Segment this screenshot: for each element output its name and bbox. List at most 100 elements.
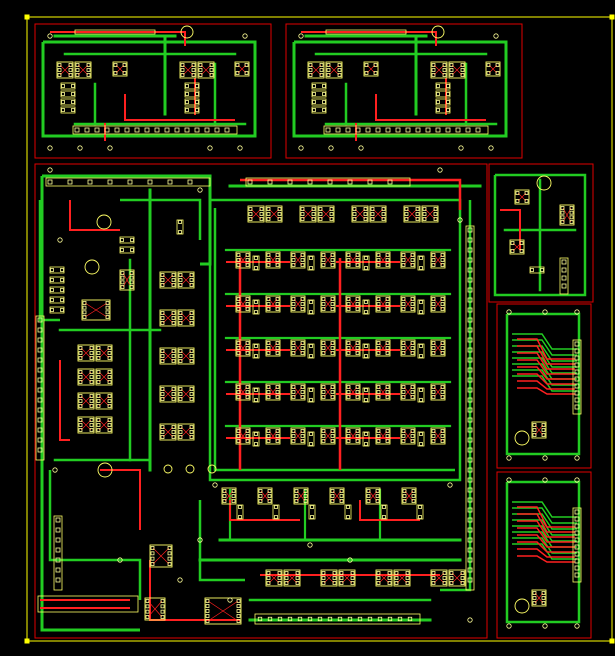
outline-corner-marker — [609, 638, 615, 644]
ic-cross-mark — [98, 419, 110, 431]
smd-pad — [96, 404, 101, 408]
smd-pad — [160, 615, 165, 619]
ic-cross-mark — [152, 547, 170, 565]
smd-pad — [364, 432, 368, 436]
smd-pad — [311, 212, 316, 216]
smd-pad — [78, 428, 83, 432]
smd-pad — [460, 68, 465, 72]
smd-pad — [467, 277, 473, 283]
bottom-trace — [512, 339, 577, 356]
smd-pad — [442, 576, 447, 580]
smd-pad — [60, 268, 64, 272]
ic-outline — [400, 339, 416, 357]
ic-outline — [265, 251, 281, 269]
ic-outline — [448, 61, 466, 79]
smd-pad — [303, 494, 308, 498]
ic-outline — [95, 344, 113, 362]
smd-pad — [61, 84, 65, 88]
ic-outline — [375, 569, 393, 587]
smd-pad — [300, 263, 305, 267]
smd-pad — [160, 435, 165, 439]
smd-pad — [245, 302, 250, 306]
smd-pad — [376, 302, 381, 306]
smd-pad — [245, 395, 250, 399]
smd-pad — [415, 212, 420, 216]
smd-pad — [236, 253, 241, 257]
resistor-outline — [362, 387, 370, 403]
smd-pad — [309, 432, 313, 436]
smd-pad — [330, 351, 335, 355]
smd-pad — [277, 212, 282, 216]
smd-pad — [467, 387, 473, 393]
smd-pad — [189, 283, 194, 287]
smd-pad — [309, 354, 313, 358]
via — [197, 537, 203, 543]
smd-pad — [319, 68, 324, 72]
top-trace — [517, 352, 575, 370]
smd-pad — [309, 398, 313, 402]
via — [447, 482, 453, 488]
smd-pad — [89, 428, 94, 432]
ic-cross-mark — [122, 272, 132, 288]
smd-pad — [47, 179, 53, 185]
top-trace — [517, 555, 575, 563]
via — [197, 187, 203, 193]
smd-pad — [294, 499, 299, 503]
smd-pad — [107, 346, 112, 350]
smd-pad — [205, 619, 210, 623]
smd-pad — [385, 297, 390, 301]
resistor-outline — [416, 504, 424, 520]
smd-pad — [195, 108, 199, 112]
smd-pad — [350, 581, 355, 585]
ic-outline — [204, 597, 242, 625]
resistor-outline — [49, 286, 65, 294]
smd-pad — [574, 544, 580, 550]
smd-pad — [236, 258, 241, 262]
smd-pad — [401, 429, 406, 433]
bottom-trace — [493, 173, 587, 297]
smd-pad — [57, 73, 62, 77]
smd-pad — [236, 434, 241, 438]
ic-cross-mark — [80, 419, 92, 431]
smd-pad — [433, 207, 438, 211]
electrolytic-capacitor-outline — [84, 259, 100, 275]
resistor-outline — [435, 106, 451, 114]
smd-pad — [395, 127, 401, 133]
smd-pad — [308, 68, 313, 72]
smd-pad — [401, 258, 406, 262]
smd-pad — [238, 515, 242, 519]
smd-pad — [300, 390, 305, 394]
resistor-outline — [119, 236, 135, 244]
electrolytic-capacitor-outline — [514, 430, 530, 446]
smd-pad — [150, 546, 155, 550]
smd-pad — [330, 307, 335, 311]
smd-pad — [541, 591, 546, 595]
ic-outline — [509, 239, 525, 255]
smd-pad — [291, 429, 296, 433]
top-trace — [517, 345, 575, 365]
smd-pad — [431, 307, 436, 311]
outline-corner-marker — [609, 14, 615, 20]
smd-pad — [321, 576, 326, 580]
smd-pad — [446, 108, 450, 112]
resistor-outline — [60, 90, 76, 98]
smd-pad — [346, 429, 351, 433]
ic-outline — [290, 427, 306, 445]
smd-pad — [198, 63, 203, 67]
smd-pad — [167, 556, 172, 561]
top-trace — [517, 534, 575, 548]
smd-pad — [50, 278, 54, 282]
connector-header-outline — [572, 339, 582, 415]
via — [77, 145, 83, 151]
smd-pad — [442, 63, 447, 67]
smd-pad — [295, 576, 300, 580]
ic-cross-mark — [354, 208, 366, 220]
smd-pad — [89, 351, 94, 355]
smd-pad — [376, 341, 381, 345]
smd-pad — [460, 73, 465, 77]
smd-pad — [321, 390, 326, 394]
smd-pad — [309, 266, 313, 270]
smd-pad — [339, 494, 344, 498]
smd-pad — [145, 615, 150, 619]
smd-pad — [329, 207, 334, 211]
